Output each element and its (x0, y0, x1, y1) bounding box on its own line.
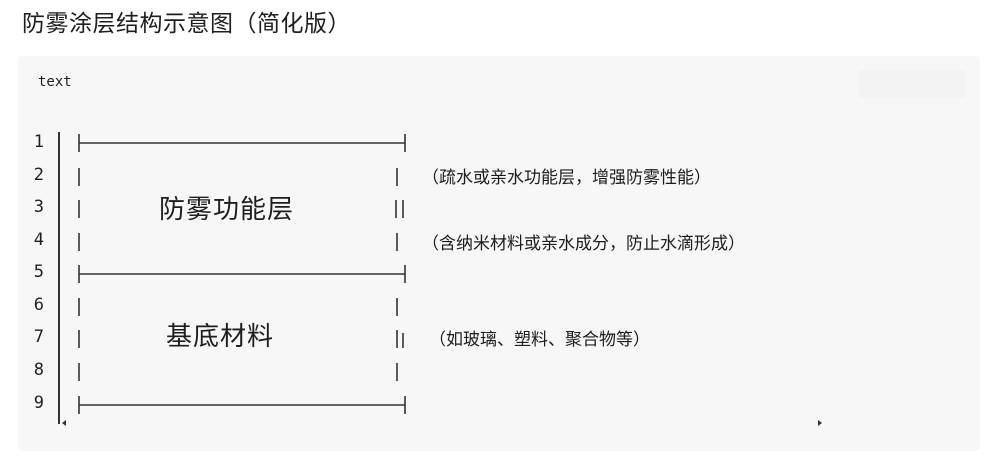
layer-diagram (78, 134, 406, 414)
line-number: 3 (33, 197, 44, 217)
line-number: 2 (33, 165, 44, 185)
line-number: 7 (33, 327, 44, 347)
copy-code-button[interactable] (858, 70, 966, 98)
scroll-right-arrow-icon[interactable] (818, 420, 822, 426)
layer-note: （疏水或亲水功能层，增强防雾性能） (422, 168, 711, 188)
layer-note: （如玻璃、塑料、聚合物等） (429, 330, 650, 350)
line-number: 8 (33, 360, 44, 380)
layer-note: （含纳米材料或亲水成分，防止水滴形成） (422, 234, 745, 254)
line-number: 1 (33, 132, 44, 152)
code-language-label: text (38, 74, 72, 90)
code-content: 1 2 3 4 5 6 7 8 9 (18, 132, 980, 424)
layer-label-bottom: 基底材料 (166, 322, 275, 352)
gutter-divider (58, 132, 60, 424)
code-block: text 1 2 3 4 5 6 7 8 9 (18, 56, 980, 451)
layer-label-top: 防雾功能层 (159, 195, 295, 225)
line-number: 5 (33, 262, 44, 282)
scroll-left-arrow-icon[interactable] (62, 420, 66, 426)
line-number: 6 (33, 295, 44, 315)
page-title: 防雾涂层结构示意图（简化版） (22, 11, 351, 37)
line-number: 9 (33, 393, 44, 413)
line-number: 4 (33, 230, 44, 250)
